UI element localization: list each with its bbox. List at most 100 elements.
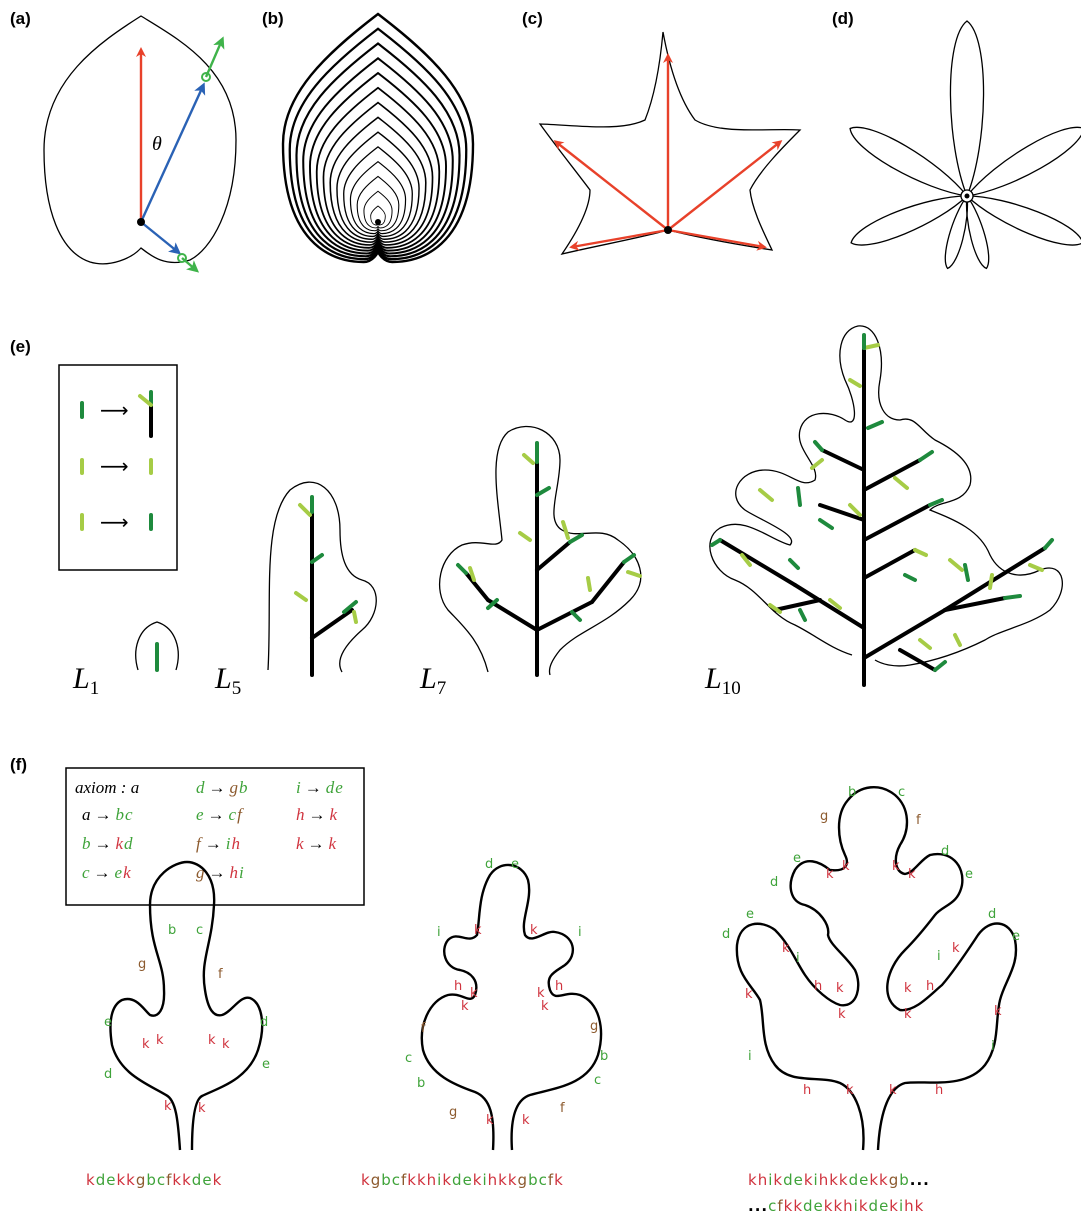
segment-label: k xyxy=(904,1007,912,1022)
segment-label: k xyxy=(904,981,912,996)
rule-f: f→ih xyxy=(196,834,240,853)
segment-label: b xyxy=(848,785,856,800)
segment-label: k xyxy=(208,1033,216,1048)
rule-arrow-2: ⟶ xyxy=(100,454,129,478)
segment-label: d xyxy=(941,844,949,859)
center-dot xyxy=(965,194,970,199)
segment-label: k xyxy=(889,1083,897,1098)
segment-label: k xyxy=(486,1113,494,1128)
segment-label: h xyxy=(935,1083,943,1098)
rule-d: d→gb xyxy=(196,778,248,797)
segment-label: e xyxy=(793,851,801,866)
segment-label: k xyxy=(142,1037,150,1052)
segment-label: k xyxy=(745,987,753,1002)
rule-arrow-3: ⟶ xyxy=(100,510,129,534)
segment-label: d xyxy=(104,1067,112,1082)
segment-label: g xyxy=(449,1105,457,1120)
level-label-L5: L5 xyxy=(214,662,241,699)
segment-label: e xyxy=(1012,929,1020,944)
segment-label: d xyxy=(260,1015,268,1030)
segment-label: k xyxy=(994,1004,1002,1019)
segment-label: f xyxy=(916,813,921,828)
rule-a: a→bc xyxy=(82,805,133,824)
panel-b-nested-contours xyxy=(283,14,473,262)
petal xyxy=(844,117,974,207)
center-dot xyxy=(375,219,381,225)
rule-arrow-1: ⟶ xyxy=(100,398,129,422)
sequence-2: kgbcfkkhikdekihkkgbcfk xyxy=(361,1171,564,1189)
panel-a-heart-leaf: θ xyxy=(44,16,236,270)
segment-label: k xyxy=(826,867,834,882)
petal xyxy=(961,117,1081,207)
segment-label: k xyxy=(470,986,478,1001)
leaf-L5: L5 xyxy=(214,482,376,699)
segment-label: k xyxy=(892,859,900,874)
segment-label: b xyxy=(600,1049,608,1064)
rule-b: b→kd xyxy=(82,834,133,853)
leaf-L10: L10 xyxy=(704,326,1062,699)
segment-label: k xyxy=(461,999,469,1014)
segment-label: h xyxy=(926,979,934,994)
panel-label-b: (b) xyxy=(262,9,284,28)
sequence-3: khikdekihkkdekkgb... xyxy=(748,1171,930,1189)
rule-i: i→de xyxy=(296,778,343,797)
segment-label: i xyxy=(437,925,441,940)
segment-label: i xyxy=(937,949,941,964)
segment-label: c xyxy=(594,1073,601,1088)
segment-label: k xyxy=(908,867,916,882)
segment-label: k xyxy=(530,923,538,938)
segment-label: k xyxy=(952,941,960,956)
segment-label: k xyxy=(474,923,482,938)
segment-label: d xyxy=(770,875,778,890)
level-label-L7: L7 xyxy=(419,662,446,699)
segment-label: f xyxy=(218,967,223,982)
panel-label-f: (f) xyxy=(10,755,27,774)
segment-label: h xyxy=(803,1083,811,1098)
panel-f-segment-labels: bcgfedkkkkdekkdeiikkhhkkkkfgcbbcgfkkbcgf… xyxy=(104,785,1020,1128)
rule-h: h→k xyxy=(296,805,338,824)
segment-label: b xyxy=(417,1076,425,1091)
segment-label: k xyxy=(846,1083,854,1098)
rule-e: e→cf xyxy=(196,805,244,824)
segment-label: c xyxy=(898,785,905,800)
segment-label: h xyxy=(555,979,563,994)
segment-label: c xyxy=(196,923,203,938)
segment-label: h xyxy=(454,979,462,994)
segment-label: g xyxy=(820,809,828,824)
panel-f-rules-box: axiom : a a→bcb→kdc→ekd→gbe→cff→ihg→hii→… xyxy=(66,768,364,905)
segment-label: c xyxy=(405,1051,412,1066)
sequence-1: kdekkgbcfkkdek xyxy=(86,1171,222,1189)
level-label-L1: L1 xyxy=(72,662,99,699)
segment-label: k xyxy=(156,1033,164,1048)
petal xyxy=(963,185,1081,254)
petal xyxy=(950,21,983,196)
segment-label: k xyxy=(222,1037,230,1052)
rule-k: k→k xyxy=(296,834,337,853)
segment-label: e xyxy=(746,907,754,922)
segment-label: e xyxy=(965,867,973,882)
panel-f-leaf-3 xyxy=(737,787,1016,1150)
segment-label: k xyxy=(842,859,850,874)
segment-label: k xyxy=(838,1007,846,1022)
petal xyxy=(847,185,972,254)
sequences: kdekkgbcfkkdek kgbcfkkhikdekihkkgbcfk khik… xyxy=(86,1171,930,1215)
panel-label-a: (a) xyxy=(10,9,31,28)
segment-label: b xyxy=(168,923,176,938)
panel-c-star-leaf xyxy=(540,32,800,254)
panel-d-compound-leaf xyxy=(844,21,1081,270)
petal xyxy=(941,194,974,270)
segment-label: k xyxy=(522,1113,530,1128)
segment-label: d xyxy=(988,907,996,922)
panel-label-d: (d) xyxy=(832,9,854,28)
segment-label: i xyxy=(748,1049,752,1064)
rule-g: g→hi xyxy=(196,863,244,882)
segment-label: k xyxy=(782,941,790,956)
petal xyxy=(960,194,993,270)
segment-label: i xyxy=(991,1039,995,1054)
segment-label: h xyxy=(814,979,822,994)
segment-label: e xyxy=(262,1057,270,1072)
segment-label: e xyxy=(511,857,519,872)
rule-c: c→ek xyxy=(82,863,131,882)
leaf-L7: L7 xyxy=(419,427,641,699)
